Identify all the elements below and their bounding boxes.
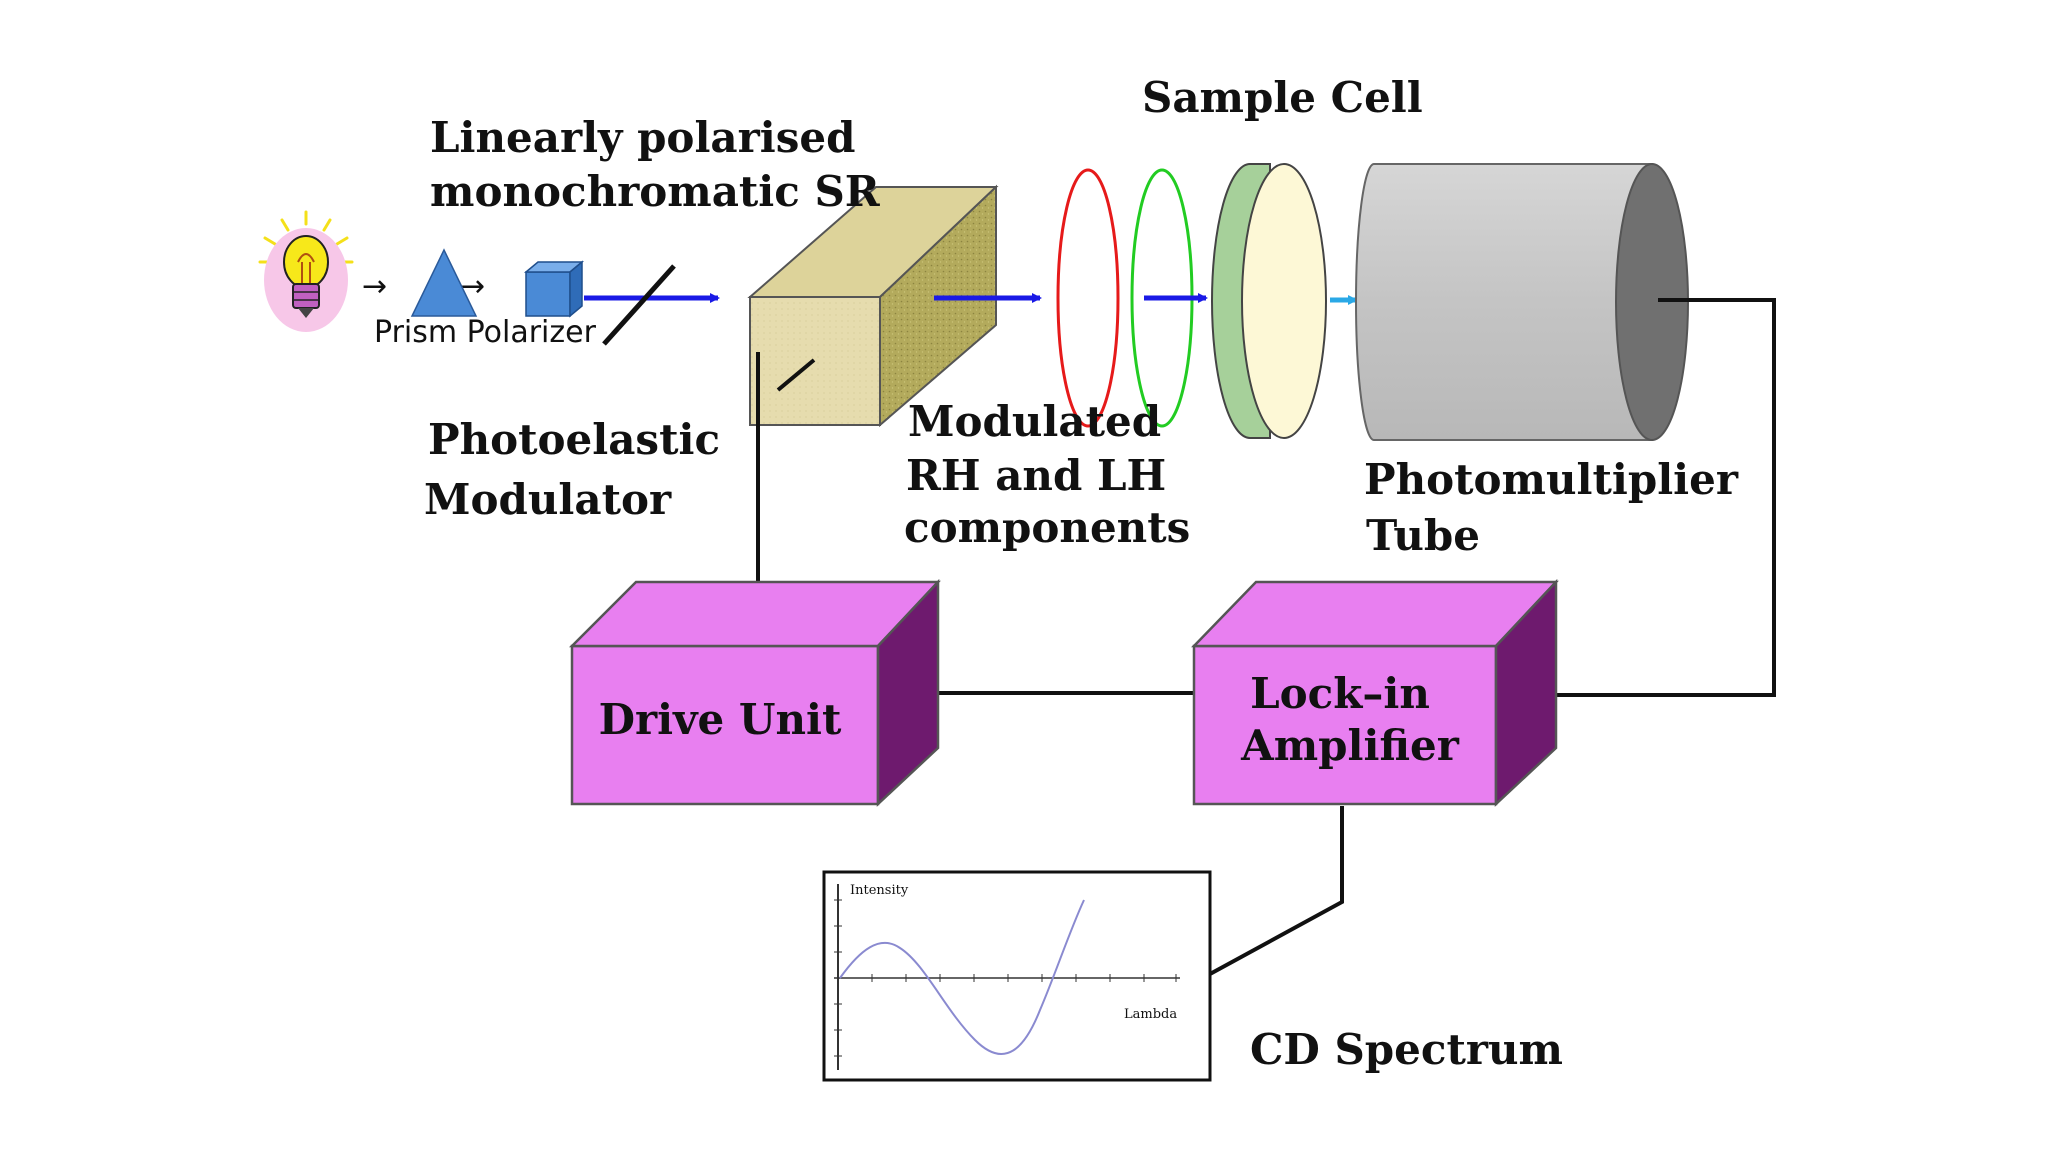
drive-unit-box [568, 578, 941, 807]
lock-in-amplifier-box [1191, 578, 1559, 807]
photoelastic-label-line2: Modulator [424, 475, 672, 524]
photoelastic-label-line1: Photoelastic [428, 415, 720, 464]
light-bulb-icon [258, 210, 354, 332]
prism-icon [410, 248, 478, 317]
photomultiplier-tube [1355, 163, 1689, 441]
cd-spectrum-graph [822, 870, 1212, 1082]
pmt-label-line1: Photomultiplier [1364, 455, 1739, 504]
linearly-label-line1: Linearly polarised [430, 113, 855, 162]
photoelastic-modulator [747, 184, 999, 428]
sample-cell-label: Sample Cell [1142, 73, 1423, 122]
linearly-label-line2: monochromatic SR [430, 167, 881, 216]
cd-spectrum-curve [839, 899, 1085, 1055]
pem-connector [776, 358, 816, 392]
wire-lockin-to-spectrum [1209, 806, 1344, 976]
polarizer-cube-icon [523, 260, 585, 318]
graph-y-label: Intensity [850, 883, 909, 898]
sample-cell [1211, 163, 1327, 439]
pmt-label-line2: Tube [1366, 511, 1480, 560]
rh-component-ring [1056, 168, 1120, 428]
prism-polarizer-label: Prism Polarizer [374, 315, 597, 350]
lock-in-label-line2: Amplifier [1240, 721, 1460, 770]
arrow-to-prism: → [362, 269, 387, 304]
wire-pmt-to-lockin [1524, 298, 1776, 697]
cd-spectrum-label: CD Spectrum [1250, 1025, 1563, 1074]
lock-in-label-line1: Lock–in [1250, 669, 1430, 718]
graph-x-label: Lambda [1124, 1007, 1177, 1022]
modulated-label-line3: components [904, 503, 1190, 552]
drive-unit-label: Drive Unit [599, 695, 842, 744]
modulated-label-line2: RH and LH [906, 451, 1166, 500]
modulated-label-line1: Modulated [908, 397, 1161, 446]
beam-splitter [602, 264, 676, 346]
